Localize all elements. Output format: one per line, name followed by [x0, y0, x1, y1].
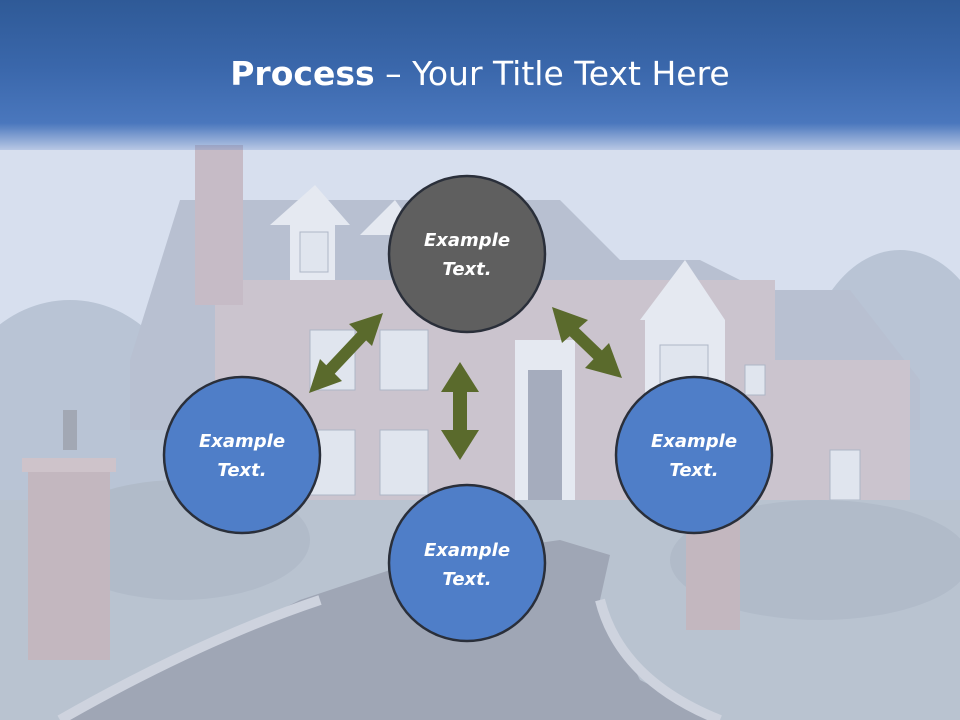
arrow-top-left [309, 313, 383, 393]
slide-title: Process – Your Title Text Here [0, 52, 960, 96]
process-node-left[interactable]: Example Text. [162, 375, 322, 535]
process-node-bottom[interactable]: Example Text. [387, 483, 547, 643]
node-bottom-line1: Example [424, 540, 510, 561]
arrow-top-right [552, 307, 622, 378]
title-dash: – [374, 54, 413, 93]
node-right-line1: Example [651, 431, 737, 452]
node-left-line2: Text. [217, 460, 266, 481]
arrow-vertical [441, 362, 479, 460]
node-bottom-line2: Text. [442, 569, 491, 590]
node-right-line2: Text. [669, 460, 718, 481]
process-node-top[interactable]: Example Text. [387, 174, 547, 334]
node-left-line1: Example [199, 431, 285, 452]
node-top-line2: Text. [442, 259, 491, 280]
node-top-line1: Example [424, 230, 510, 251]
title-rest: Your Title Text Here [412, 54, 730, 93]
process-node-right[interactable]: Example Text. [614, 375, 774, 535]
title-band [0, 0, 960, 150]
title-bold: Process [230, 54, 375, 93]
